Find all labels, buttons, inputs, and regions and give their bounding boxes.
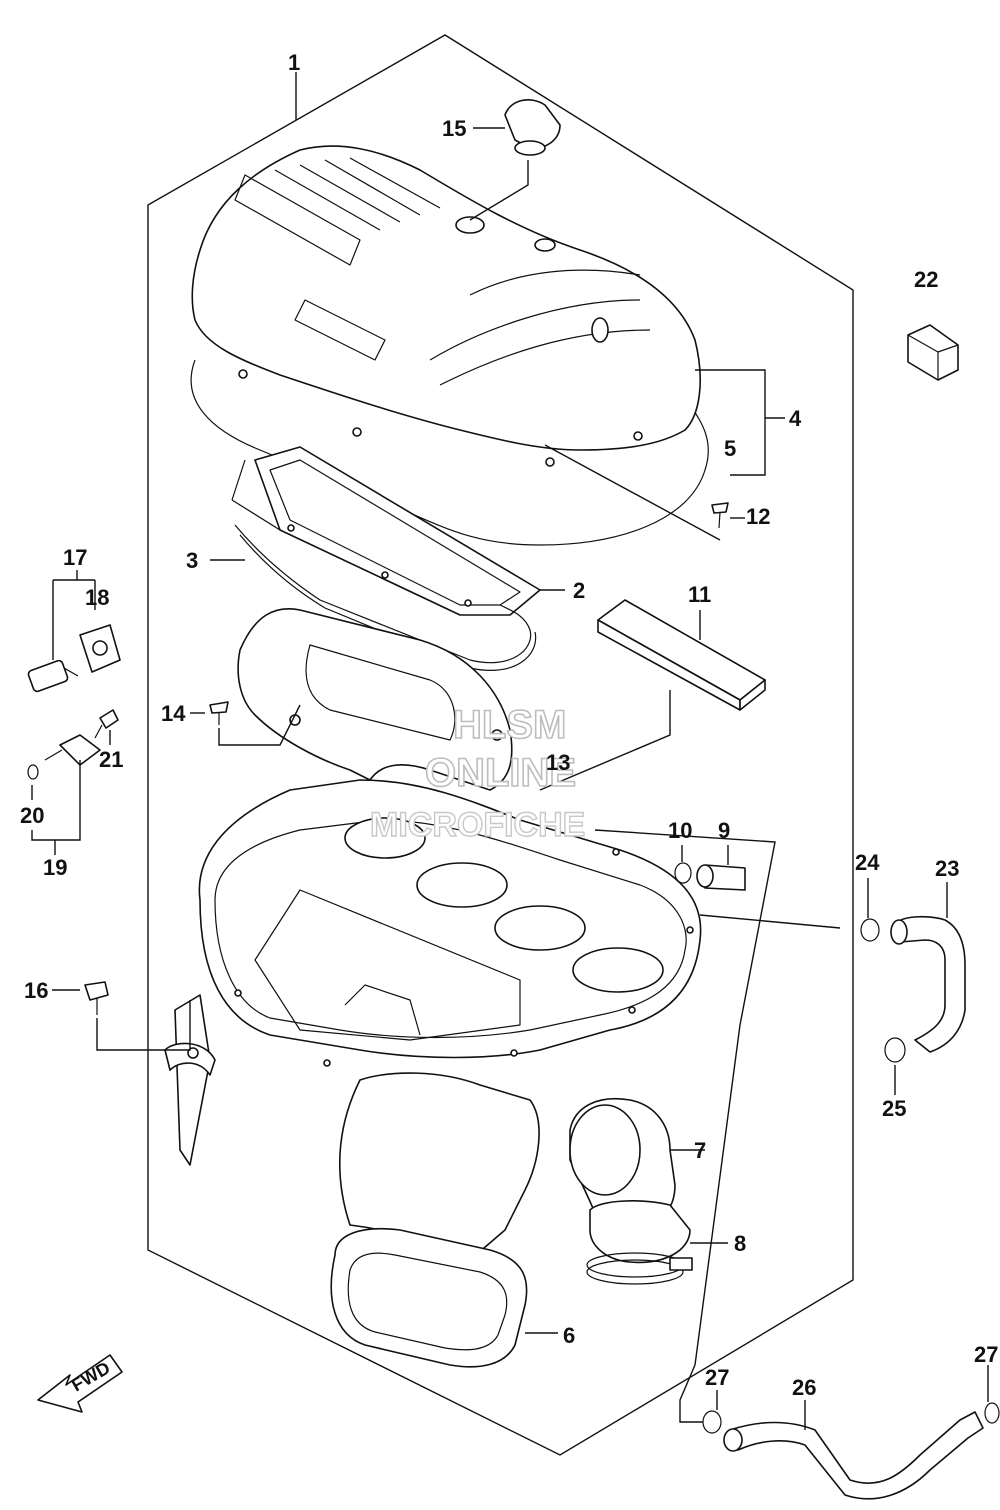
assembly-outline [147, 34, 854, 1456]
callout-16: 16 [24, 978, 48, 1003]
callout-10: 10 [668, 818, 692, 843]
callout-2: 2 [573, 578, 585, 603]
fwd-arrow: FWD [37, 1354, 123, 1413]
intake-boot [569, 1098, 691, 1264]
screw-21 [94, 709, 119, 739]
screw-14 [209, 701, 229, 725]
callout-20: 20 [20, 803, 44, 828]
sensor [907, 324, 959, 381]
callout-7: 7 [694, 1138, 706, 1163]
watermark-line-2: ONLINE [425, 751, 576, 795]
clip-24 [860, 918, 880, 942]
clamp-25 [884, 1037, 906, 1063]
o-ring [27, 764, 39, 780]
callout-23: 23 [935, 856, 959, 881]
callout-27-left: 27 [705, 1365, 729, 1390]
watermark-line-3: MICROFICHE [370, 806, 585, 844]
watermark-line-1: HLSM [453, 703, 566, 747]
callout-3: 3 [186, 548, 198, 573]
clip-10 [674, 862, 692, 884]
temp-sensor [27, 659, 79, 693]
callout-5: 5 [724, 436, 736, 461]
filter-block [597, 599, 766, 711]
callout-4: 4 [789, 406, 802, 431]
air-cleaner-case [164, 779, 702, 1368]
iat-sensor [44, 734, 101, 766]
callout-14: 14 [161, 701, 186, 726]
callout-8: 8 [734, 1231, 746, 1256]
callout-27-right: 27 [974, 1342, 998, 1367]
watermark: HLSM ONLINE MICROFICHE [369, 702, 586, 845]
callout-11: 11 [688, 582, 711, 607]
drain-plug [504, 99, 561, 156]
filter-element [231, 446, 541, 616]
callout-18: 18 [85, 585, 109, 610]
callout-26: 26 [792, 1375, 816, 1400]
sensor-holder [79, 624, 121, 673]
callout-12: 12 [746, 504, 770, 529]
callouts: 1 2 3 4 5 6 7 8 9 10 11 12 13 14 15 16 1… [20, 50, 998, 1400]
leader-lines [31, 72, 989, 1430]
callout-25: 25 [882, 1096, 906, 1121]
callout-21: 21 [99, 747, 123, 772]
clip-27a [702, 1410, 722, 1434]
callout-22: 22 [914, 267, 938, 292]
drain-hose-9 [696, 864, 746, 891]
callout-17: 17 [63, 545, 87, 570]
drain-hose-26 [723, 1411, 984, 1500]
callout-24: 24 [855, 850, 880, 875]
air-cleaner-cap [190, 145, 709, 546]
callout-19: 19 [43, 855, 67, 880]
breather-hose-23 [890, 915, 966, 1053]
intake-duct [237, 608, 513, 791]
callout-15: 15 [442, 116, 466, 141]
callout-9: 9 [718, 818, 730, 843]
callout-6: 6 [563, 1323, 575, 1348]
clip-27b [984, 1402, 1000, 1424]
bolt-16 [84, 981, 109, 1015]
hose-clamp [586, 1252, 693, 1285]
callout-13: 13 [546, 750, 570, 775]
callout-1: 1 [288, 50, 300, 75]
screw-12 [711, 502, 729, 529]
